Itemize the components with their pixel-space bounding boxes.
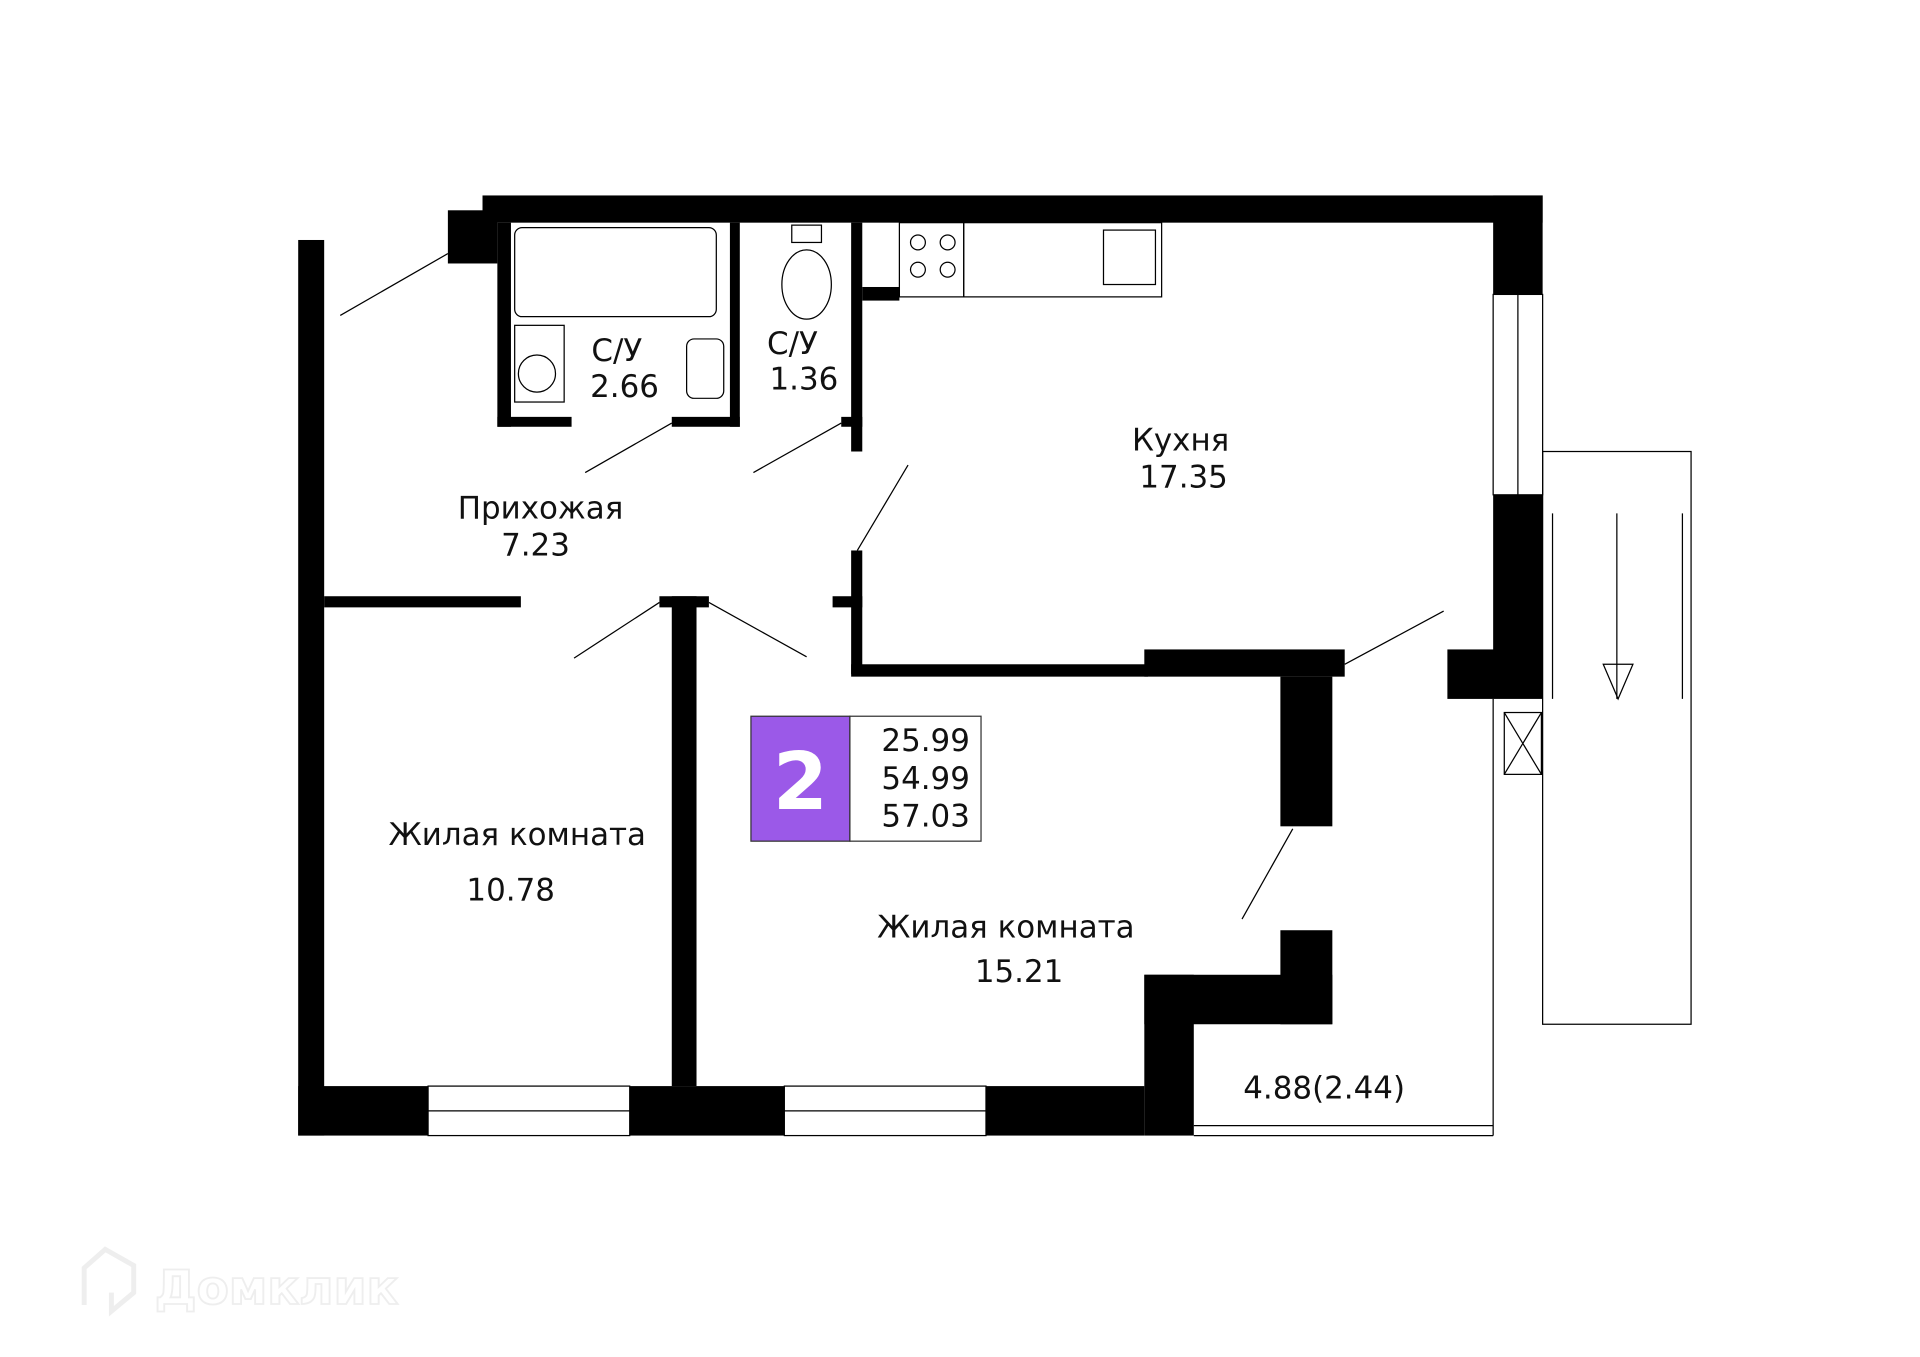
room-kitchen-name: Кухня <box>1132 422 1229 458</box>
room-bedroom-area: 10.78 <box>466 873 554 909</box>
apartment-badge: 2 25.99 54.99 57.03 <box>750 715 982 842</box>
total-area-with-balcony: 57.03 <box>881 798 969 834</box>
rooms-count: 2 <box>773 736 828 828</box>
room-bathroom-name: С/У <box>591 333 642 369</box>
total-area: 54.99 <box>881 761 969 797</box>
room-hallway-area: 7.23 <box>501 527 570 563</box>
room-kitchen-area: 17.35 <box>1139 459 1227 495</box>
room-living-name: Жилая комната <box>877 910 1134 946</box>
room-labels: С/У 2.66 С/У 1.36 Кухня 17.35 Прихожая 7… <box>389 326 1406 1107</box>
watermark-logo: Домклик <box>81 1246 399 1317</box>
room-bedroom-name: Жилая комната <box>389 817 646 853</box>
watermark-text: Домклик <box>155 1261 399 1316</box>
living-area: 25.99 <box>881 723 969 759</box>
room-living-area: 15.21 <box>975 954 1063 990</box>
balcony-area: 4.88(2.44) <box>1243 1070 1405 1106</box>
house-icon <box>81 1246 137 1317</box>
room-wc-area: 1.36 <box>770 362 839 398</box>
room-hallway-name: Прихожая <box>458 490 624 526</box>
windows-and-thin-lines <box>339 222 1692 1137</box>
room-bathroom-area: 2.66 <box>590 369 659 405</box>
room-wc-name: С/У <box>767 326 818 362</box>
walls <box>298 195 1543 1136</box>
